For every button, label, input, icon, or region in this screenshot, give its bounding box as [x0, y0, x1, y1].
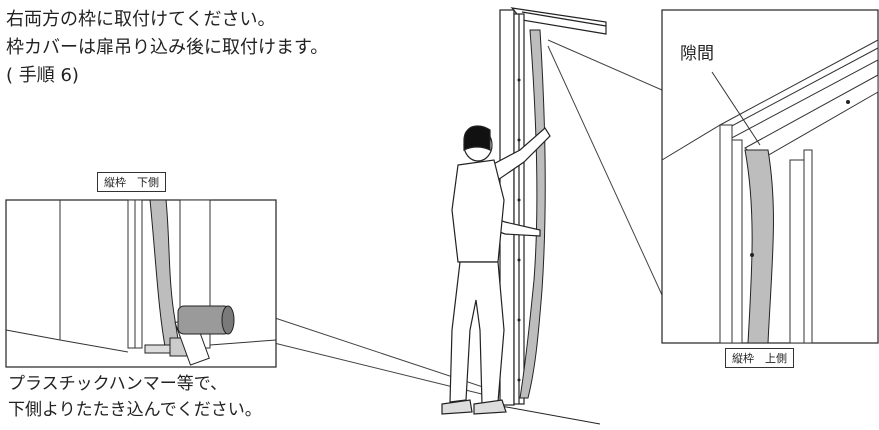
- bottom-detail-box: [5, 199, 277, 368]
- top-detail-tag: 縦枠 上側: [725, 348, 794, 368]
- top-detail-box: [661, 9, 879, 344]
- instruction-line-3: ( 手順 6): [6, 65, 79, 86]
- bottom-detail-tag: 縦枠 下側: [97, 172, 166, 192]
- plastic-hammer: [174, 305, 235, 366]
- bottom-caption-line-2: 下側よりたたき込んでください。: [8, 400, 262, 420]
- gap-label: 隙間: [680, 44, 714, 64]
- instruction-line-1: 右両方の枠に取付けてください。: [6, 9, 276, 30]
- frame-cover-piece: [519, 29, 546, 399]
- instruction-line-2: 枠カバーは扉吊り込み後に取付けます。: [6, 37, 329, 58]
- worker-figure: [441, 125, 551, 415]
- bottom-caption-line-1: プラスチックハンマー等で、: [8, 374, 228, 394]
- door-frame: [489, 7, 607, 425]
